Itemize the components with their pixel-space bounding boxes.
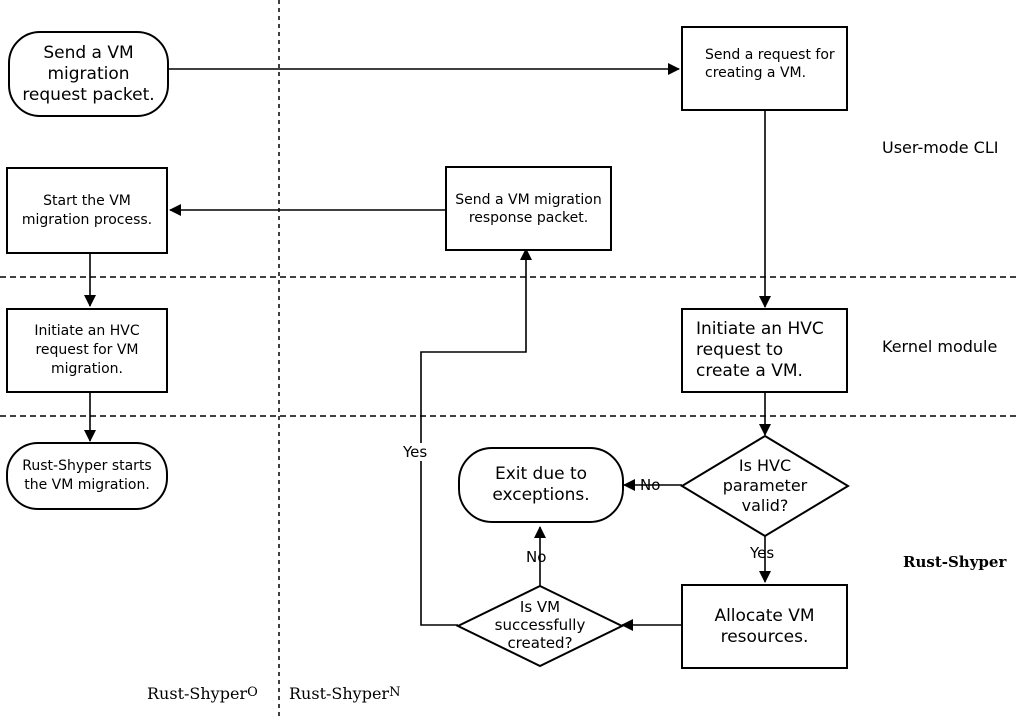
label-yes-created: Yes bbox=[403, 443, 428, 461]
node-allocate-resources: Allocate VM resources. bbox=[681, 584, 848, 669]
decision-hvc-valid bbox=[680, 434, 850, 538]
node-send-create-request-label: Send a request for creating a VM. bbox=[705, 47, 835, 81]
node-initiate-hvc-create: Initiate an HVC request to create a VM. bbox=[681, 308, 848, 393]
column-label-target-name: Rust-Shyper bbox=[289, 684, 390, 703]
decision-vm-created-label: Is VM successfully created? bbox=[494, 598, 586, 652]
layer-hypervisor: Rust-Shyper bbox=[903, 553, 1007, 571]
node-initiate-hvc-migration-label: Initiate an HVC request for VM migration… bbox=[34, 323, 140, 377]
node-start-migration-label: Start the VM migration process. bbox=[21, 192, 153, 228]
node-send-response-packet: Send a VM migration response packet. bbox=[445, 166, 612, 251]
label-yes-hvc: Yes bbox=[750, 544, 775, 562]
node-send-request-packet: Send a VM migration request packet. bbox=[8, 31, 169, 117]
label-no-hvc: No bbox=[640, 476, 661, 494]
column-label-source-name: Rust-Shyper bbox=[147, 684, 248, 703]
layer-kernel: Kernel module bbox=[882, 337, 998, 356]
layer-user-mode: User-mode CLI bbox=[882, 138, 999, 157]
node-exit-exceptions: Exit due to exceptions. bbox=[458, 447, 624, 523]
node-send-response-packet-label: Send a VM migration response packet. bbox=[455, 191, 602, 226]
node-initiate-hvc-create-label: Initiate an HVC request to create a VM. bbox=[696, 319, 824, 381]
node-start-migration: Start the VM migration process. bbox=[6, 167, 168, 254]
node-rust-shyper-starts: Rust-Shyper starts the VM migration. bbox=[6, 442, 168, 510]
node-initiate-hvc-migration: Initiate an HVC request for VM migration… bbox=[6, 308, 168, 393]
label-no-created: No bbox=[526, 548, 547, 566]
node-rust-shyper-starts-label: Rust-Shyper starts the VM migration. bbox=[22, 458, 152, 493]
node-send-create-request: Send a request for creating a VM. bbox=[681, 26, 848, 111]
node-send-request-packet-label: Send a VM migration request packet. bbox=[22, 42, 155, 105]
decision-vm-created bbox=[455, 584, 625, 668]
node-exit-exceptions-label: Exit due to exceptions. bbox=[492, 464, 590, 505]
arrow-check-yes bbox=[420, 248, 532, 626]
column-label-source-sup: O bbox=[247, 685, 258, 700]
column-label-target-sup: N bbox=[389, 685, 401, 700]
column-label-source: Rust-ShyperO bbox=[147, 684, 258, 703]
column-label-target: Rust-ShyperN bbox=[289, 684, 400, 703]
node-allocate-resources-label: Allocate VM resources. bbox=[714, 605, 815, 647]
decision-hvc-valid-label: Is HVC parameter valid? bbox=[722, 456, 808, 515]
